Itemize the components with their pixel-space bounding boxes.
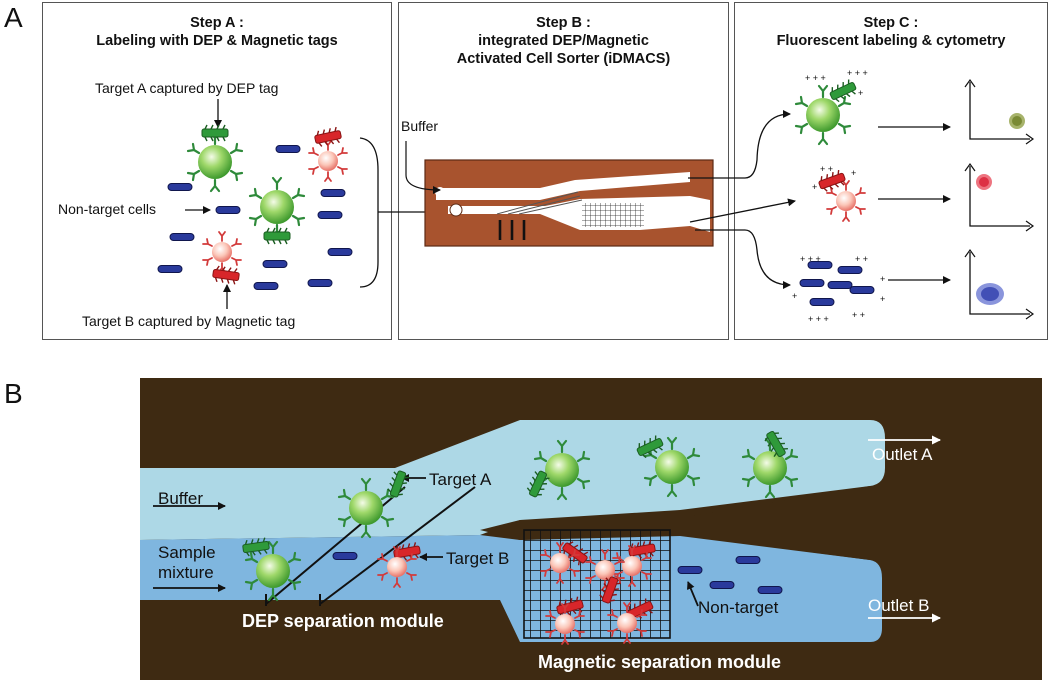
step-a-cells [157, 99, 353, 309]
step-a-box: Step A : Labeling with DEP & Magnetic ta… [42, 2, 392, 340]
panel-b-sample-label: Sample mixture [158, 543, 216, 583]
step-c-title-line1: Step C : [863, 15, 919, 31]
non-target-cells-label: Non-target cells [58, 201, 157, 217]
panel-a-letter: A [4, 2, 23, 33]
idmacs-chip [424, 159, 714, 247]
outlet-a-label: Outlet A [872, 445, 933, 464]
step-b-title-line2: integrated DEP/Magnetic [478, 33, 649, 49]
svg-text:+: + [880, 274, 885, 284]
target-a-captured-label: Target A captured by DEP tag [95, 80, 279, 96]
target-b-captured-label: Target B captured by Magnetic tag [82, 313, 296, 329]
panel-b-channel [140, 378, 1042, 680]
svg-text:+ + +: + + + [847, 68, 868, 78]
panel-b-target-a-label: Target A [429, 470, 492, 489]
step-a-title-line1: Step A : [190, 15, 244, 31]
svg-text:+: + [812, 182, 817, 192]
panel-b-buffer-label: Buffer [158, 489, 204, 508]
step-b-title-line3: Activated Cell Sorter (iDMACS) [456, 51, 671, 67]
outlet-b-label: Outlet B [868, 596, 930, 615]
svg-text:+ + +: + + + [808, 314, 829, 324]
dep-module-label: DEP separation module [242, 611, 444, 631]
step-b-title: Step B : integrated DEP/Magnetic Activat… [399, 14, 728, 68]
svg-text:+: + [880, 294, 885, 304]
svg-text:+: + [851, 168, 856, 178]
svg-text:+ + +: + + + [805, 73, 826, 83]
svg-text:+ +: + + [852, 310, 865, 320]
magnetic-module-label: Magnetic separation module [538, 652, 782, 672]
step-b-buffer-label: Buffer [401, 118, 439, 134]
svg-text:+: + [858, 88, 863, 98]
step-a-title-line2: Labeling with DEP & Magnetic tags [96, 33, 338, 49]
step-c-box: Step C : Fluorescent labeling & cytometr… [734, 2, 1048, 340]
step-b-title-line1: Step B : [536, 15, 591, 31]
svg-text:+ +: + + [820, 164, 833, 174]
step-a-title: Step A : Labeling with DEP & Magnetic ta… [43, 14, 391, 50]
sample-line2: mixture [158, 563, 214, 582]
panel-b-target-b-label: Target B [446, 549, 510, 568]
svg-text:+ + +: + + + [800, 254, 821, 264]
non-target-label: Non-target [698, 598, 779, 617]
svg-text:+: + [792, 291, 797, 301]
step-c-title-line2: Fluorescent labeling & cytometry [776, 33, 1006, 49]
panel-b-letter: B [4, 378, 23, 409]
step-c-cells: + + + + + + + + + + + + + + + + + + + + … [792, 68, 1035, 324]
step-c-title: Step C : Fluorescent labeling & cytometr… [735, 14, 1047, 50]
svg-text:+ +: + + [855, 254, 868, 264]
sample-line1: Sample [158, 543, 216, 562]
